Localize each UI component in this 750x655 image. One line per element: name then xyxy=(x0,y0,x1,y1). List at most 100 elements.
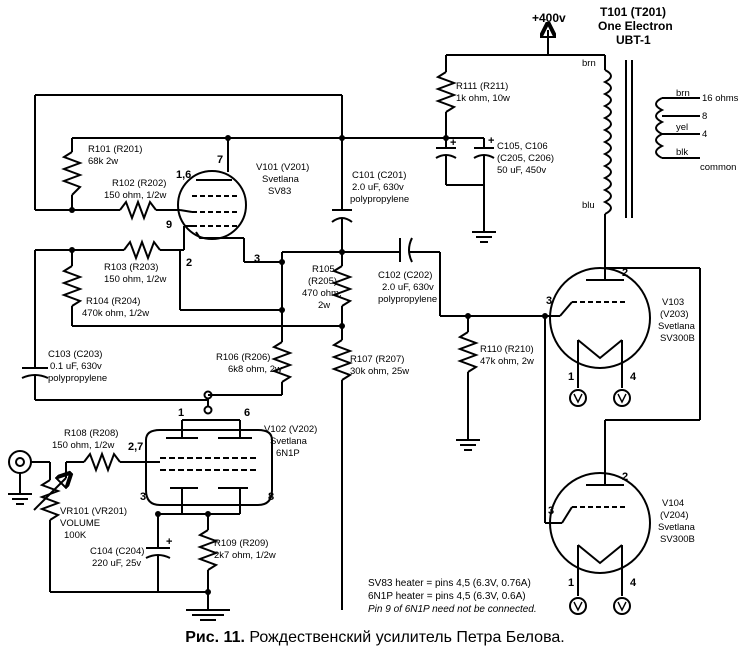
v101-pin9: 9 xyxy=(166,219,172,231)
r102-value: 150 ohm, 1/2w xyxy=(104,190,166,201)
v102-tube: 1 6 2,7 3 8 V102 (V202) Svetlana 6N1P xyxy=(128,390,317,506)
v101-pin7: 7 xyxy=(217,154,223,166)
r101-resistor: R101 (R201) 68k 2w xyxy=(61,144,142,196)
r105-resistor: R105 (R205) 470 ohm, 2w xyxy=(282,252,353,340)
ground-bottom xyxy=(158,589,230,621)
t101-tap16: 16 ohms xyxy=(702,93,739,104)
t101-ref: T101 (T201) xyxy=(600,5,666,19)
v104-pin1: 1 xyxy=(568,577,574,589)
caption-text: Рождественский усилитель Петра Белова. xyxy=(249,629,565,646)
c103-type: polypropylene xyxy=(48,373,107,384)
v104-ref2: (V204) xyxy=(660,510,689,521)
v104-pin4: 4 xyxy=(630,577,637,589)
r105-ref2: (R205) xyxy=(308,276,337,287)
v103-maker: Svetlana xyxy=(658,321,696,332)
t101-model: UBT-1 xyxy=(616,33,651,47)
r111-ref: R111 (R211) xyxy=(456,81,508,92)
c104-value: 220 uF, 25v xyxy=(92,558,141,569)
t101-primary-top: brn xyxy=(582,58,596,69)
v104-maker: Svetlana xyxy=(658,522,696,533)
input-jack xyxy=(8,450,50,505)
v102-pin8: 8 xyxy=(268,491,274,503)
schematic: +400v R111 (R211) 1k ohm, 10w + + C105, … xyxy=(8,5,739,621)
r106-ref: R106 (R206) xyxy=(216,352,270,363)
t101-primary-bottom: blu xyxy=(582,200,595,211)
v103-type: SV300B xyxy=(660,333,695,344)
vr101-value: 100K xyxy=(64,530,87,541)
r111-value: 1k ohm, 10w xyxy=(456,93,510,104)
v103-pin2: 2 xyxy=(622,267,628,279)
v102-ref: V102 (V202) xyxy=(264,424,317,435)
r101-value: 68k 2w xyxy=(88,156,118,167)
t101-maker: One Electron xyxy=(598,19,673,33)
r107-ref: R107 (R207) xyxy=(350,354,404,365)
v101-maker: Svetlana xyxy=(262,174,300,185)
c102-type: polypropylene xyxy=(378,294,437,305)
t101-tap4: 4 xyxy=(702,129,707,140)
t101-sec-blk: blk xyxy=(676,147,688,158)
v102-pin27: 2,7 xyxy=(128,441,143,453)
svg-text:+: + xyxy=(166,536,172,548)
r102-resistor: R102 (R202) 150 ohm, 1/2w xyxy=(104,178,180,221)
vr101-ref: VR101 (VR201) xyxy=(60,506,127,517)
r109-ref: R109 (R209) xyxy=(214,538,268,549)
r110-value: 47k ohm, 2w xyxy=(480,356,534,367)
c102-value: 2.0 uF, 630v xyxy=(382,282,434,293)
r105-ref: R105 xyxy=(312,264,335,275)
c105-value: 50 uF, 450v xyxy=(497,165,546,176)
v101-ref: V101 (V201) xyxy=(256,162,309,173)
output-transformer: T101 (T201) One Electron UBT-1 brn blu b… xyxy=(582,5,739,268)
c105-ref: C105, C106 xyxy=(497,141,548,152)
v101-pin2: 2 xyxy=(186,257,192,269)
c105-capacitor: + + C105, C106 (C205, C206) 50 uF, 450v xyxy=(435,135,554,243)
r110-resistor: R110 (R210) 47k ohm, 2w xyxy=(456,316,534,451)
c101-type: polypropylene xyxy=(350,194,409,205)
c101-ref: C101 (C201) xyxy=(352,170,406,181)
supply-rail: +400v xyxy=(445,11,605,72)
svg-text:+: + xyxy=(488,135,494,147)
v103-ref2: (V203) xyxy=(660,309,689,320)
r106-value: 6k8 ohm, 2w xyxy=(228,364,282,375)
c102-capacitor: C102 (C202) 2.0 uF, 630v polypropylene xyxy=(378,237,548,319)
r107-resistor: R107 (R207) 30k ohm, 25w xyxy=(331,339,409,610)
v102-pin3: 3 xyxy=(140,491,146,503)
r106-resistor: R106 (R206) 6k8 ohm, 2w xyxy=(208,340,293,396)
r104-value: 470k ohm, 1/2w xyxy=(82,308,149,319)
c102-ref: C102 (C202) xyxy=(378,270,432,281)
vr101-name: VOLUME xyxy=(60,518,100,529)
v103-ref: V103 xyxy=(662,297,684,308)
note-6n1p-heater: 6N1P heater = pins 4,5 (6.3V, 0.6A) xyxy=(368,591,526,602)
v102-pin1: 1 xyxy=(178,407,184,419)
r108-ref: R108 (R208) xyxy=(64,428,118,439)
v102-pin6: 6 xyxy=(244,407,250,419)
t101-tap8: 8 xyxy=(702,111,707,122)
r111-resistor: R111 (R211) 1k ohm, 10w xyxy=(435,71,510,138)
r105-value: 470 ohm, xyxy=(302,288,342,299)
feedback-loop xyxy=(34,94,343,213)
r109-value: 2k7 ohm, 1/2w xyxy=(214,550,276,561)
r109-resistor: R109 (R209) 2k7 ohm, 1/2w xyxy=(197,514,276,610)
b-plus-rail xyxy=(71,135,449,210)
v104-pin2: 2 xyxy=(622,471,628,483)
svg-text:+: + xyxy=(450,137,456,149)
supply-label: +400v xyxy=(532,11,566,25)
v101-tube: 1,6 7 9 2 3 V101 (V201) Svetlana SV83 xyxy=(166,138,309,269)
v104-pin3: 3 xyxy=(548,505,554,517)
v103-pin4: 4 xyxy=(630,371,637,383)
r102-ref: R102 (R202) xyxy=(112,178,166,189)
note-pin9: Pin 9 of 6N1P need not be connected. xyxy=(368,604,537,615)
left-wire: C103 (C203) 0.1 uF, 630v polypropylene xyxy=(21,250,208,401)
vr101-potentiometer: VR101 (VR201) VOLUME 100K xyxy=(33,461,158,593)
r103-value: 150 ohm, 1/2w xyxy=(104,274,166,285)
figure-caption: Рис. 11. Рождественский усилитель Петра … xyxy=(0,629,750,647)
r103-resistor: R103 (R203) 150 ohm, 1/2w xyxy=(35,239,184,285)
c105-ref2: (C205, C206) xyxy=(497,153,554,164)
r108-value: 150 ohm, 1/2w xyxy=(52,440,114,451)
c103-value: 0.1 uF, 630v xyxy=(50,361,102,372)
grid-link xyxy=(544,316,562,524)
v101-pin16: 1,6 xyxy=(176,169,191,181)
t101-common: common xyxy=(700,162,736,173)
v104-type: SV300B xyxy=(660,534,695,545)
v102-maker: Svetlana xyxy=(270,436,308,447)
v101-pin3: 3 xyxy=(254,253,260,265)
